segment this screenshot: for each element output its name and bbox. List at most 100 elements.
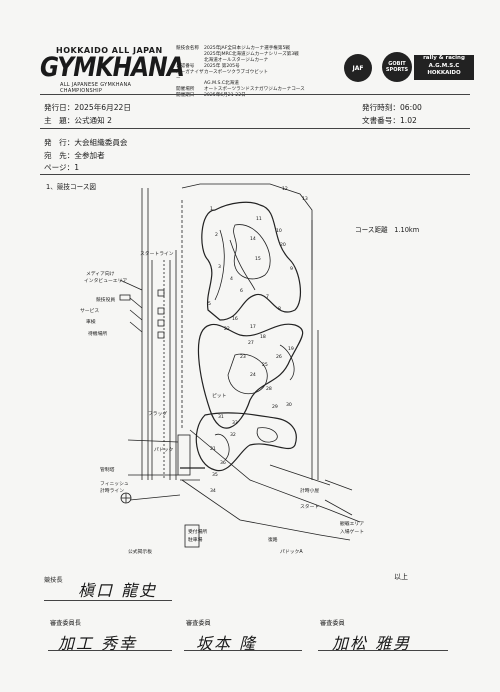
section-title: 1、競技コース図: [46, 183, 97, 191]
svg-text:36: 36: [220, 460, 226, 466]
svg-text:30: 30: [286, 402, 292, 408]
svg-text:19: 19: [288, 346, 294, 352]
issuer-value: 大会組織委員会: [74, 138, 128, 147]
subject-value: 公式通知 2: [74, 116, 112, 125]
svg-text:1: 1: [210, 206, 213, 212]
svg-text:26: 26: [276, 354, 282, 360]
svg-text:12: 12: [282, 186, 288, 192]
info-key: 開催期日: [176, 93, 195, 99]
svg-text:11: 11: [256, 216, 262, 222]
service-label: サービス: [80, 309, 100, 314]
info-value: 北海道オールスタージムカーナ: [204, 57, 269, 63]
svg-text:35: 35: [212, 472, 218, 478]
steward-chief-label: 審査委員長: [50, 620, 81, 627]
return-road-label: 復路: [268, 538, 278, 543]
body-divider: [40, 174, 470, 175]
svg-text:31: 31: [218, 414, 224, 420]
parking-label: 駐車場: [188, 538, 203, 543]
recipient: 宛 先：全参加者: [44, 151, 105, 160]
meta-divider: [40, 128, 470, 129]
svg-text:25: 25: [262, 362, 268, 368]
subject: 主 題：公式通知 2: [44, 116, 112, 125]
issue-date: 発行日：2025年6月22日: [44, 103, 131, 112]
logo-top-text: HOKKAIDO ALL JAPAN: [56, 46, 163, 55]
svg-text:10: 10: [276, 228, 282, 234]
pit-label: ピット: [212, 394, 227, 399]
agmsc-line1: rally & racing: [423, 55, 465, 61]
event-info-row: 北海道オールスタージムカーナ: [176, 58, 305, 64]
issuer: 発 行：大会組織委員会: [44, 138, 128, 147]
info-value: 2025年JMRC北海道ジムカーナシリーズ第3戦: [204, 51, 299, 57]
event-info-row: 2025年JMRC北海道ジムカーナシリーズ第3戦: [176, 52, 305, 58]
issue-time: 発行時刻：06:00: [362, 103, 422, 112]
gobit-badge-top: GOBIT: [388, 61, 406, 67]
entrance-label: 入場ゲート: [340, 530, 364, 535]
doc-number: 文書番号：1.02: [362, 116, 417, 125]
svg-text:7: 7: [266, 294, 269, 300]
svg-text:33: 33: [232, 420, 238, 426]
info-key: 公認番号: [176, 63, 195, 69]
svg-text:14: 14: [250, 236, 256, 242]
recipient-value: 全参加者: [74, 151, 105, 160]
info-value: カースポーツクラブゴウビット: [204, 69, 268, 75]
event-info-row: オーガナイザーカースポーツクラブゴウビット: [176, 70, 305, 82]
svg-text:16: 16: [232, 316, 238, 322]
svg-text:8: 8: [278, 306, 281, 312]
info-value: 2025年 第205号: [204, 63, 240, 69]
issue-date-label: 発行日: [44, 103, 67, 112]
event-info-row: 開催場所 オートスポーツランドスナガワジムカーナコース: [176, 87, 305, 93]
page-label: ページ: [44, 163, 67, 172]
spectator-label: 観戦エリア: [340, 522, 364, 527]
gymkhana-logo: HOKKAIDO ALL JAPAN GYMKHANA ALL JAPANESE…: [40, 46, 185, 94]
event-info-row: AG.M.S.C北海道: [176, 81, 305, 87]
info-key: オーガナイザー: [176, 69, 204, 81]
timing-line-label: 計時ライン: [100, 489, 124, 494]
svg-text:5: 5: [208, 301, 211, 307]
svg-text:9: 9: [290, 266, 293, 272]
steward-chief-signature: 加工 秀幸: [58, 634, 138, 653]
media-label: メディア向け: [86, 272, 115, 277]
steward2-line: [318, 650, 448, 651]
official-board-label: 公式掲示板: [128, 550, 152, 555]
info-value: 2025年JAF全日本ジムカーナ選手権第5戦: [204, 46, 290, 51]
svg-text:6: 6: [240, 288, 243, 294]
svg-text:28: 28: [266, 386, 272, 392]
course-distance: コース距離 1.10km: [355, 226, 420, 234]
steward1-signature: 坂本 隆: [196, 634, 258, 653]
issue-time-label: 発行時刻: [362, 103, 393, 112]
doc-number-label: 文書番号: [362, 116, 393, 125]
paddock-label: パドック: [154, 448, 174, 453]
jaf-badge-text: JAF: [352, 64, 364, 72]
control-tower-label: 管制塔: [100, 468, 115, 473]
info-value: オートスポーツランドスナガワジムカーナコース: [204, 87, 305, 93]
steward-chief-line: [48, 650, 172, 651]
svg-text:29: 29: [272, 404, 278, 410]
inspection-label: 車検: [86, 320, 96, 325]
steward1-label: 審査委員: [186, 620, 211, 627]
svg-text:24: 24: [250, 372, 256, 378]
flag-label: フラッグ: [148, 412, 168, 417]
svg-text:2: 2: [215, 232, 218, 238]
svg-text:27: 27: [248, 340, 254, 346]
paddock-a-label: パドックA: [280, 550, 303, 555]
jaf-badge: JAF: [344, 54, 372, 82]
steward2-signature: 加松 雅男: [332, 634, 412, 653]
issue-time-value: 06:00: [399, 103, 422, 112]
svg-text:32: 32: [230, 432, 236, 438]
page-value: 1: [74, 163, 80, 172]
svg-text:4: 4: [230, 276, 233, 282]
info-key: 開催場所: [176, 87, 195, 93]
interview-label: インタビューエリア: [84, 279, 128, 284]
svg-text:18: 18: [260, 334, 266, 340]
logo-main-text: GYMKHANA: [40, 52, 185, 83]
svg-text:17: 17: [250, 324, 256, 330]
registration-label: 受付場所: [188, 530, 208, 535]
page-number: ページ：1: [44, 163, 80, 172]
issuer-label: 発 行: [44, 138, 67, 147]
timing-label: 計時小屋: [300, 489, 320, 494]
gobit-badge-bottom: SPORTS: [385, 67, 409, 73]
